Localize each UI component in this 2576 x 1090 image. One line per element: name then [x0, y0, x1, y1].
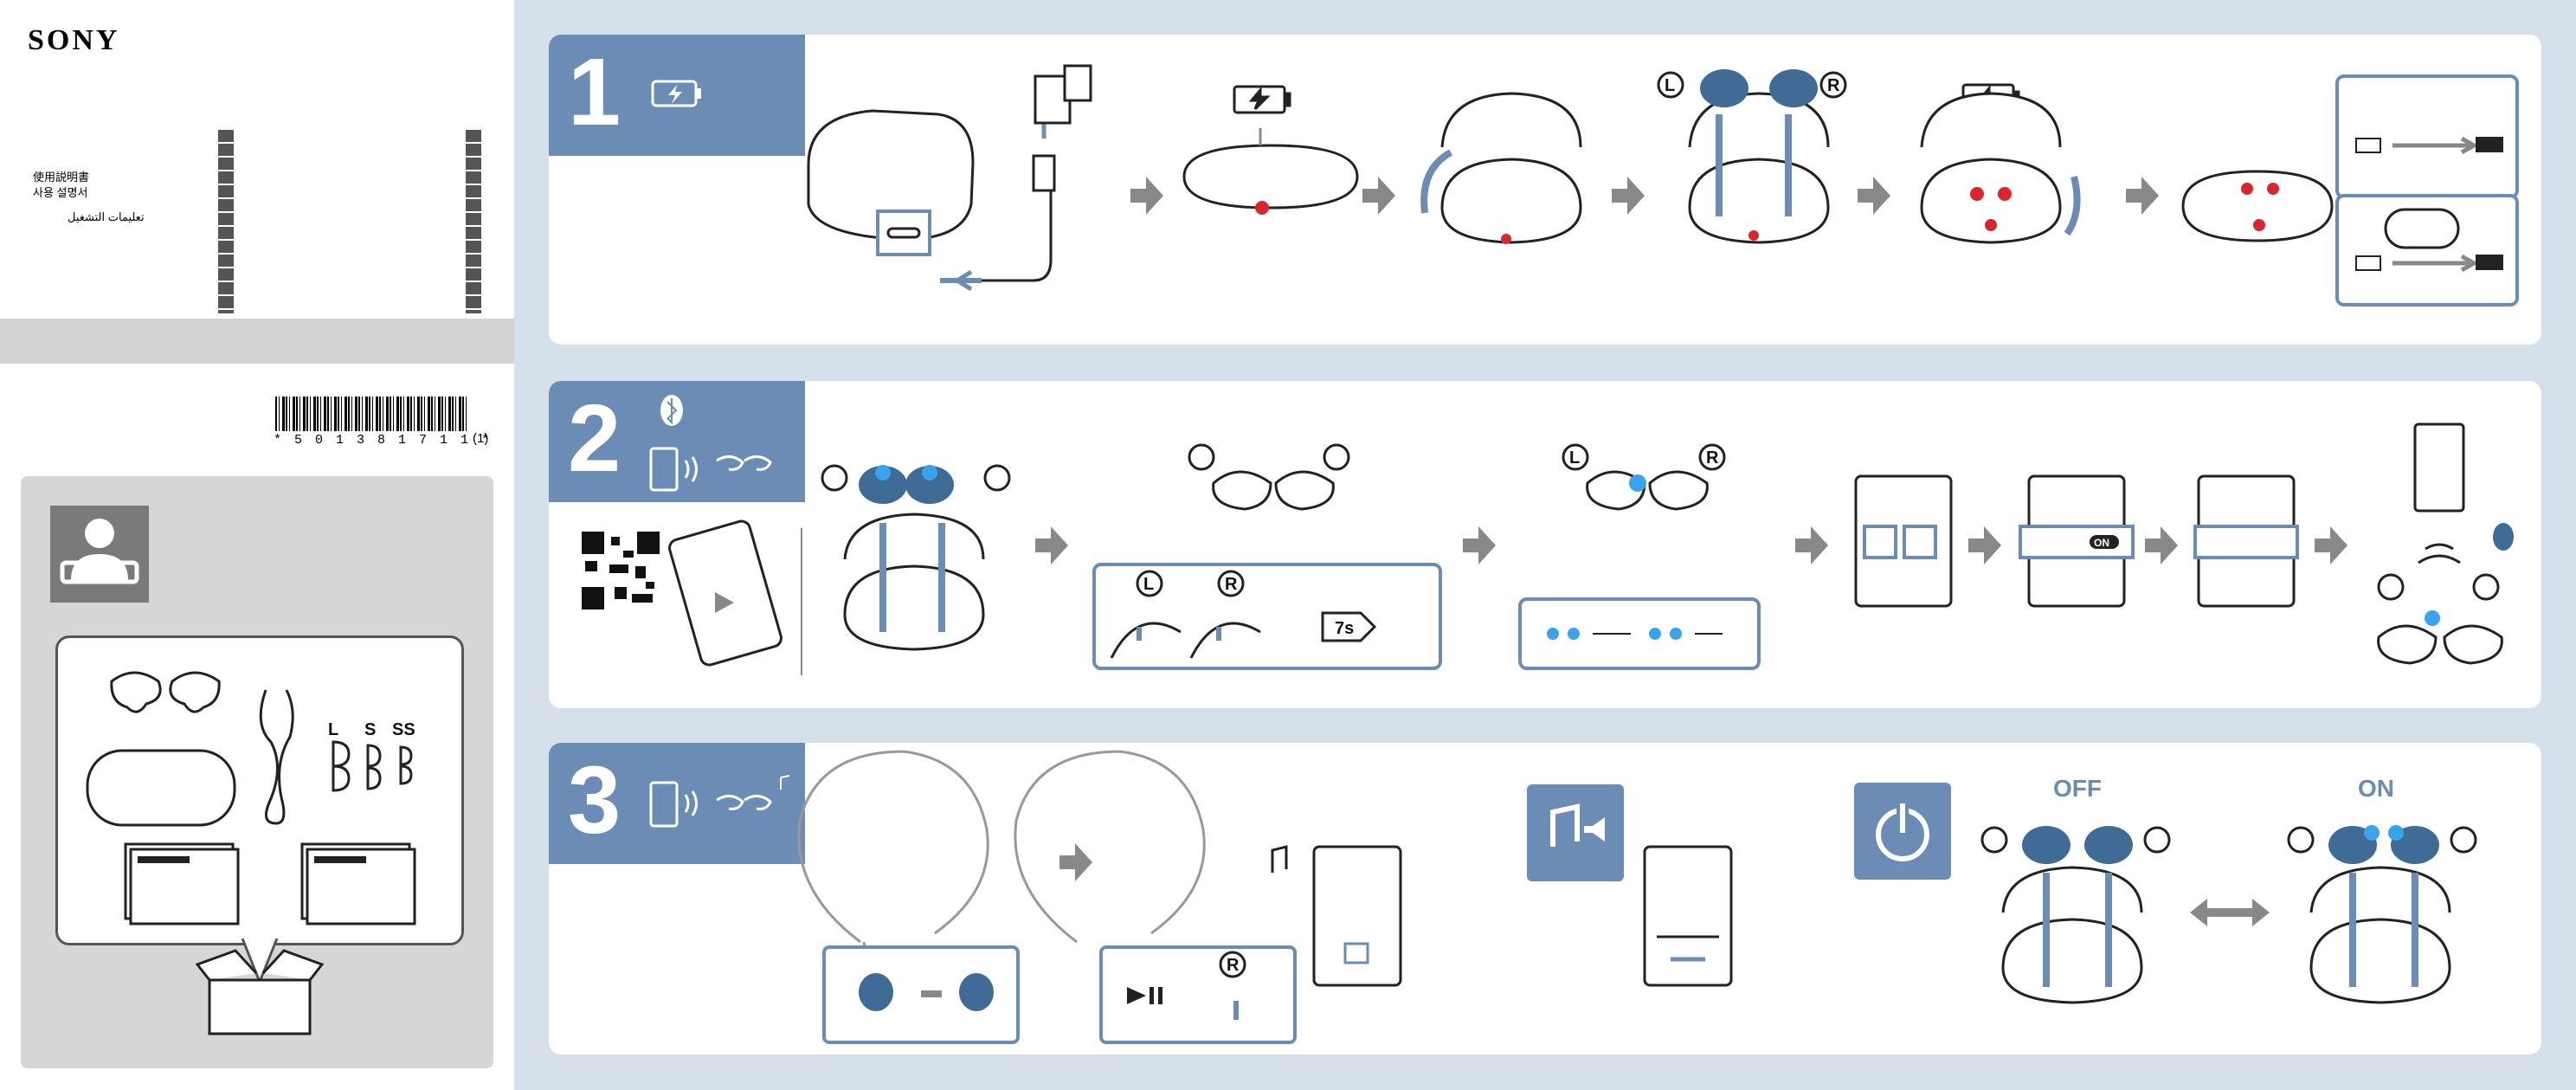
step-3-illustrations: R OFF ON [797, 750, 2477, 1044]
music-note-icon-2 [1271, 845, 1288, 873]
battery-icon-1 [1233, 83, 2020, 114]
earbuds-icon [110, 671, 221, 713]
cut-mark-right [466, 130, 481, 313]
ear-tip-size-s: S [364, 720, 376, 739]
ear-tips-icon [332, 740, 413, 792]
earbuds-blink [1562, 443, 1726, 511]
step1-right-indicator: R [1827, 76, 1840, 95]
step-3-panel: 3 R [549, 743, 2541, 1055]
step-2-tab: 2 [549, 381, 805, 502]
title-korean: 사용 설명서 [33, 186, 88, 199]
earbuds-paired [2377, 573, 2503, 665]
next-arrows-2 [1035, 526, 2347, 564]
ear-tip-size-l: L [328, 720, 338, 739]
step-2-number: 2 [568, 385, 621, 492]
box-icon [195, 938, 325, 1035]
case-off [1980, 826, 2171, 1004]
step2-blink-left: L [1569, 448, 1580, 468]
cover-column: SONY 使用説明書 사용 설명서 تعليمات التشغيل * 5 0 … [0, 0, 514, 1090]
step2-hold-right: R [1225, 575, 1238, 594]
music-note-icon [649, 775, 790, 828]
music-player-phone [1312, 845, 1402, 987]
hold-instructions-box [1092, 563, 1442, 670]
bluetooth-switch-on: ON [2094, 537, 2109, 549]
case-charging [1920, 92, 2081, 244]
led-red [1255, 201, 1269, 215]
next-arrows [1130, 177, 2159, 215]
step-1-illustrations: L R [807, 64, 2519, 306]
case-open [1440, 92, 1582, 244]
time-box-case [2335, 194, 2519, 306]
bluetooth-icon [649, 395, 772, 492]
charging-case-open-port [807, 109, 975, 256]
play-instructions-box [1099, 945, 1297, 1044]
barcode-suffix: (1) [473, 431, 489, 446]
step2-hold-left: L [1143, 575, 1154, 594]
barcode [275, 397, 467, 431]
title-japanese: 使用説明書 [33, 171, 90, 184]
wall-outlet-icon [1063, 64, 1092, 102]
step-2-panel: 2 [549, 381, 2541, 708]
blink-pattern-box [1518, 597, 1761, 670]
ear-tip-size-ss: SS [392, 720, 415, 739]
play-pause-icon [1127, 987, 1146, 1004]
step1-left-indicator: L [1665, 76, 1675, 95]
phone-video-icon [668, 519, 782, 667]
title-arabic: تعليمات التشغيل [68, 210, 145, 223]
hold-seconds: 7s [1335, 619, 1354, 638]
usb-cable-icon [259, 689, 294, 825]
documents-icon [124, 842, 416, 926]
case-icon [86, 749, 236, 827]
user-icon [50, 506, 149, 603]
on-label: ON [2358, 775, 2394, 802]
phone-pairing [2413, 422, 2465, 513]
step-1-tab: 1 [549, 35, 805, 156]
manual-titles: 使用説明書 사용 설명서 تعليمات التشغيل [33, 170, 145, 225]
case-on [2287, 825, 2477, 1004]
hold-7s-icon [1321, 611, 1377, 642]
step2-blink-right: R [1706, 448, 1719, 468]
step-2-illustrations: L R 7s L R O [582, 422, 2514, 675]
step-1-number: 1 [568, 39, 621, 145]
battery-charging-icon [651, 80, 701, 107]
step3-right-label: R [1227, 956, 1240, 975]
volume-phone [1643, 845, 1733, 987]
gray-band [0, 319, 514, 364]
bluetooth-badge [2493, 523, 2514, 551]
case-insert [1657, 69, 1847, 244]
usb-cable-icon [982, 190, 1053, 282]
case-closed [1182, 144, 1359, 210]
sony-logo: SONY [28, 24, 120, 56]
step-3-number: 3 [568, 747, 621, 854]
case-remove-earbuds [821, 464, 1011, 651]
cut-mark-left [218, 130, 234, 313]
open-arrow [1420, 149, 1453, 214]
off-label: OFF [2053, 775, 2102, 802]
phone-settings [1854, 474, 2299, 608]
step-1-panel: 1 [549, 35, 2541, 345]
barcode-number: * 5 0 1 3 8 1 7 1 1 * [274, 433, 493, 448]
contents-bubble: L S SS [55, 635, 464, 945]
earbuds-touch [1188, 443, 1350, 511]
step-3-tab: 3 [549, 743, 805, 864]
case-closed-2 [2181, 170, 2334, 242]
